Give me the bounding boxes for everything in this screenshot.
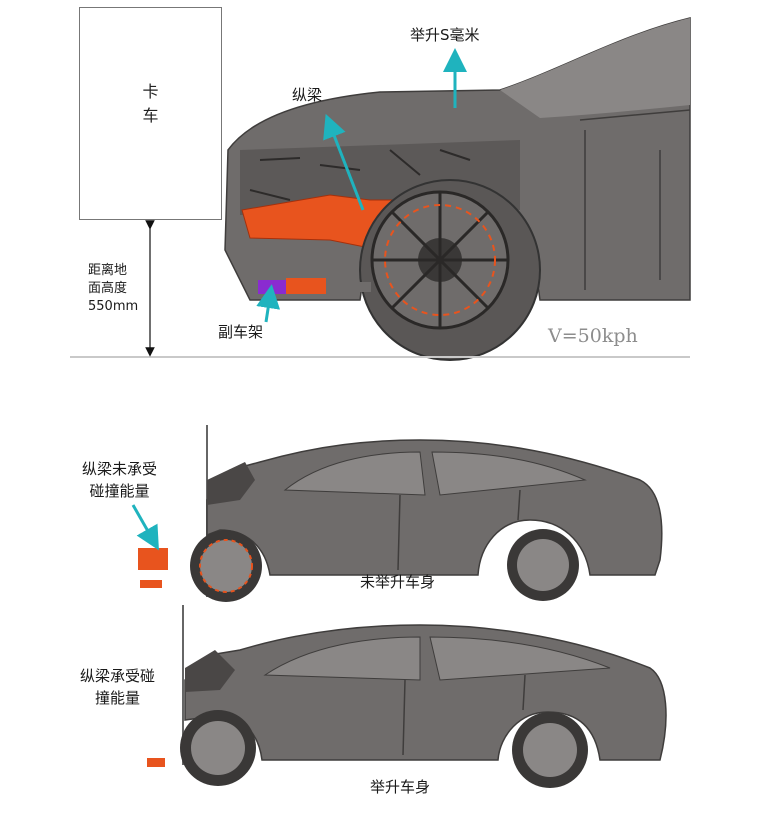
truck-label: 卡 车 [142, 82, 159, 125]
middle-car [131, 425, 663, 602]
lift-label: 举升S毫米 [410, 26, 480, 44]
rail-label: 纵梁 [292, 86, 323, 104]
ground-height-label: 距离地 面高度 550mm [88, 263, 139, 314]
bottom-rail-note: 纵梁承受碰 撞能量 [80, 667, 156, 707]
bottom-caption: 举升车身 [370, 778, 431, 796]
middle-rail-note: 纵梁未承受 碰撞能量 [82, 460, 158, 500]
subframe-label: 副车架 [218, 323, 264, 341]
bottom-car [147, 605, 667, 788]
middle-caption: 未举升车身 [360, 573, 436, 591]
truck-block: 卡 车 [79, 7, 222, 220]
speed-label: V=50kph [548, 325, 638, 347]
top-car-closeup [70, 17, 691, 361]
